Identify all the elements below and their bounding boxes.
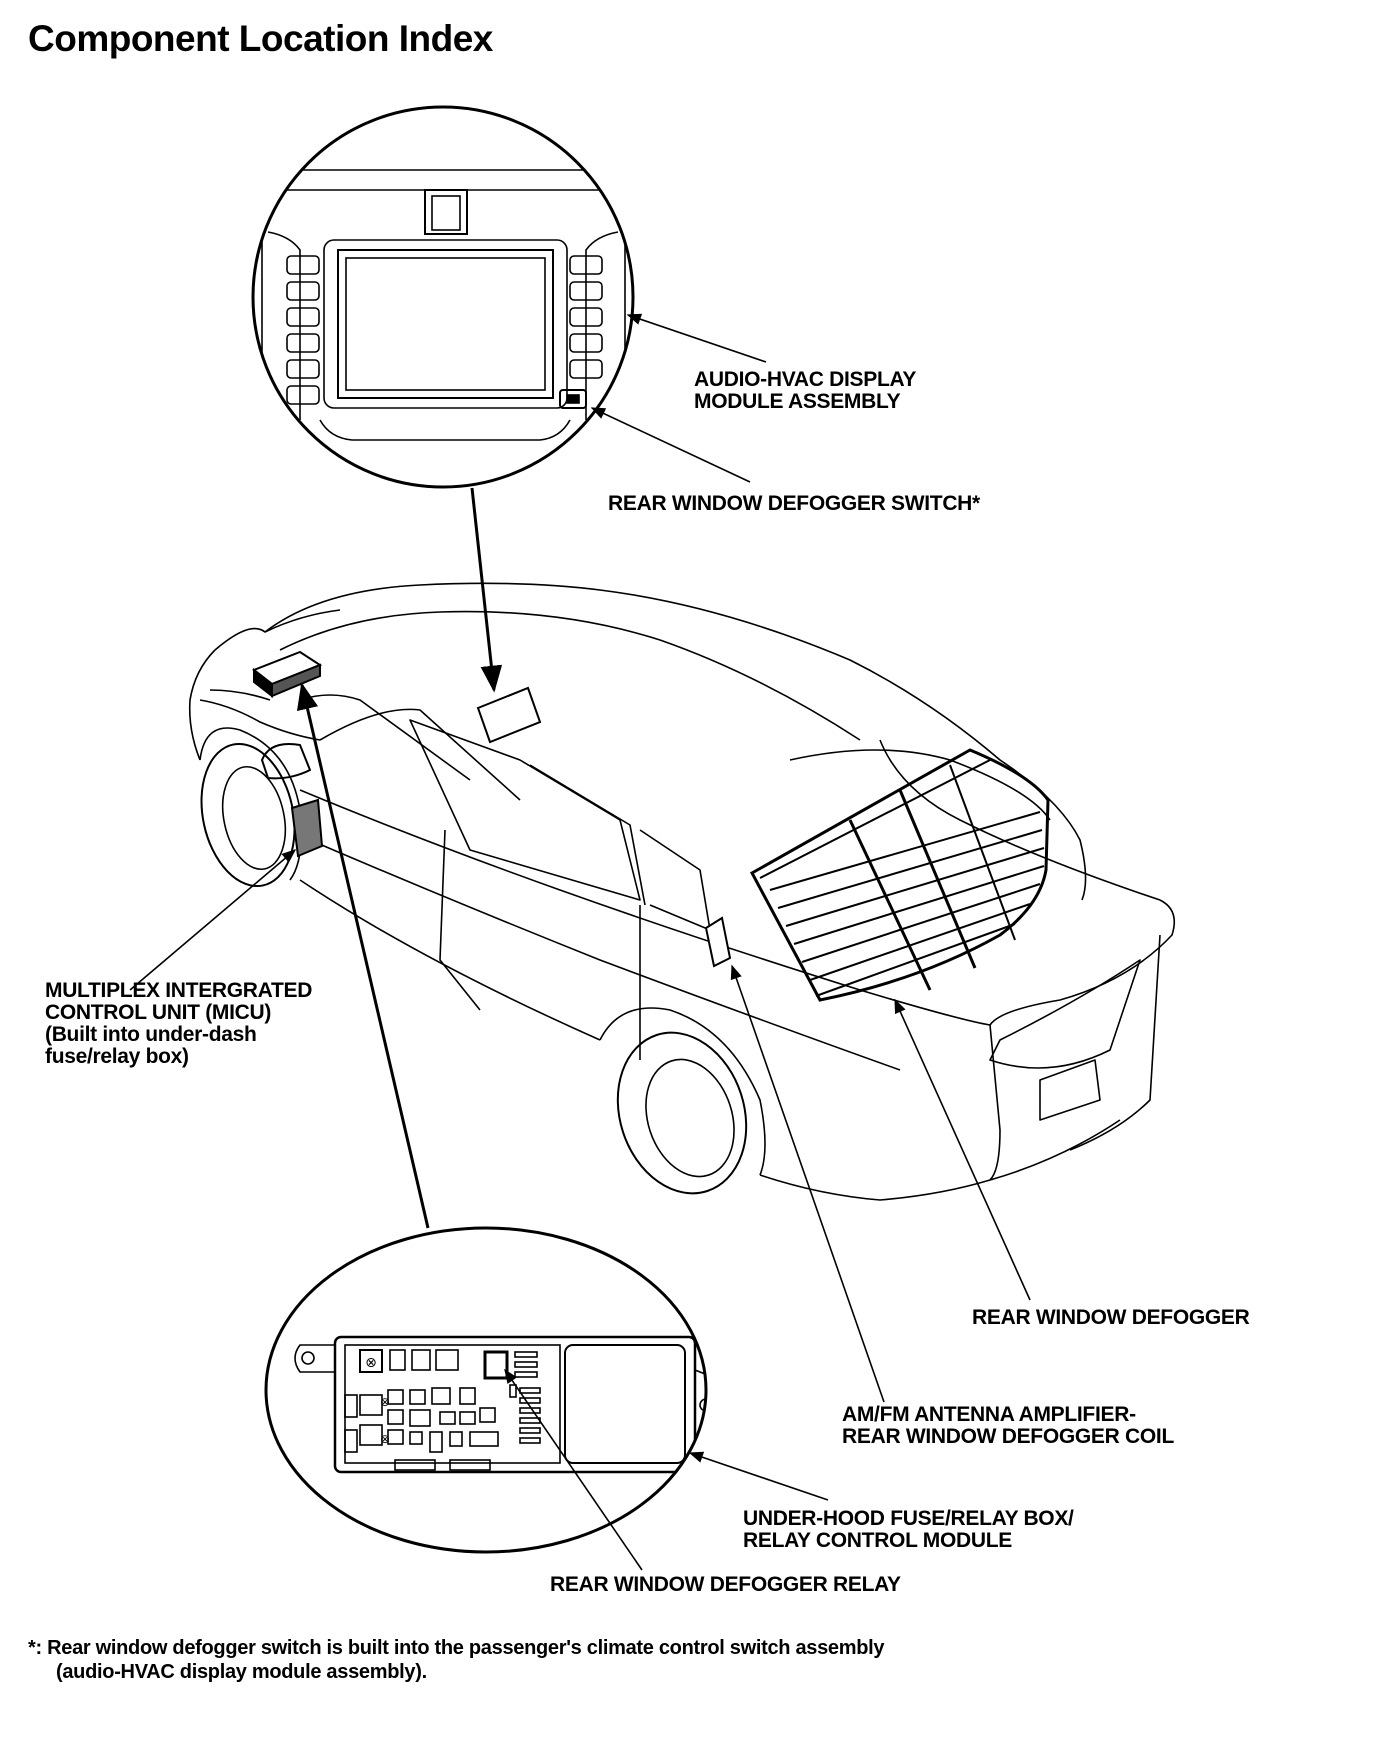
page-title: Component Location Index [28,18,493,59]
rear-defogger-leader [894,998,1031,1301]
relay-x-icon: ⊗ [380,1395,390,1409]
component-markers [251,650,732,968]
fuse-box-detail-leader [296,682,430,1229]
antenna-amp-leader [730,964,885,1403]
label-defogger-switch: REAR WINDOW DEFOGGER SWITCH* [608,492,980,515]
fuse-box-detail-circle: ⊗ ⊗ ⊗ [264,1226,708,1554]
rear-window-defogger-grid [749,748,1050,1002]
defogger-switch-leader [590,407,751,483]
micu-leader [129,849,297,991]
audio-hvac-leader [626,313,767,363]
leader-lines [129,313,1031,1571]
label-audio-hvac-display: AUDIO-HVAC DISPLAY MODULE ASSEMBLY [694,368,917,413]
relay-x-icon: ⊗ [365,1355,377,1371]
label-rear-window-defogger: REAR WINDOW DEFOGGER [972,1306,1250,1329]
defogger-relay-leader [504,1368,643,1571]
car-body [188,582,1176,1201]
label-antenna-amplifier: AM/FM ANTENNA AMPLIFIER- REAR WINDOW DEF… [842,1403,1174,1448]
dash-detail-leader [470,487,503,693]
label-defogger-relay: REAR WINDOW DEFOGGER RELAY [550,1573,901,1596]
label-micu: MULTIPLEX INTERGRATED CONTROL UNIT (MICU… [45,979,313,1068]
underhood-box-leader [688,1451,829,1501]
dashboard-detail-circle [251,105,635,489]
relay-x-icon: ⊗ [380,1432,390,1446]
footnote: *: Rear window defogger switch is built … [28,1637,885,1683]
label-underhood-fuse-box: UNDER-HOOD FUSE/RELAY BOX/ RELAY CONTROL… [743,1507,1074,1552]
